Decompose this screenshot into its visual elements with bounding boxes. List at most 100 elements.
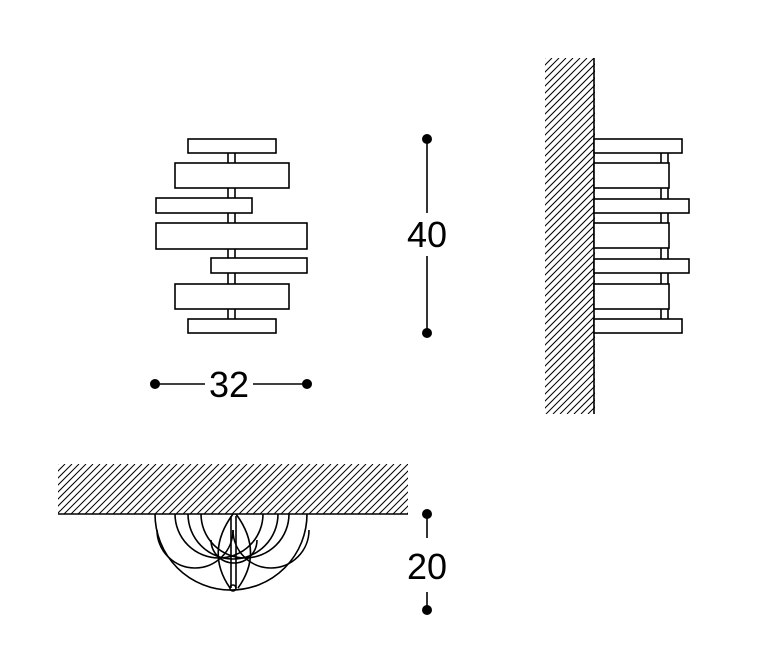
hatch-line: [545, 224, 595, 276]
side-panel-2: [593, 162, 670, 189]
hatch-line: [252, 464, 304, 514]
hatch-line: [161, 464, 213, 514]
hatch-line: [70, 464, 122, 514]
hatch-line: [154, 464, 206, 514]
hatch-line: [280, 464, 332, 514]
hatch-line: [378, 484, 408, 514]
width-dimension: 32: [150, 364, 312, 405]
hatch-line: [329, 464, 381, 514]
hatch-line: [392, 498, 408, 514]
hatch-line: [231, 464, 283, 514]
width-value: 32: [209, 364, 249, 405]
depth-value: 20: [407, 546, 447, 587]
hatch-line: [119, 464, 171, 514]
hatch-line: [749, 58, 759, 414]
hatch-line: [456, 464, 506, 514]
hatch-line: [545, 77, 595, 129]
hatch-line: [245, 464, 297, 514]
hatch-line: [182, 464, 234, 514]
side-panel-7: [593, 318, 683, 334]
hatch-line: [449, 464, 499, 514]
hatch-line: [189, 464, 241, 514]
hatch-line: [545, 189, 595, 241]
hatch-line: [735, 58, 759, 414]
hatch-line: [545, 315, 595, 367]
hatch-line: [58, 464, 59, 465]
height-value: 40: [407, 214, 447, 255]
hatch-line: [545, 329, 595, 381]
side-view: [545, 58, 759, 414]
hatch-line: [315, 464, 367, 514]
hatch-line: [545, 84, 595, 136]
hatch-line: [140, 464, 192, 514]
hatch-line: [58, 464, 80, 486]
hatch-line: [545, 196, 595, 248]
dimension-dot: [302, 379, 312, 389]
hatch-line: [364, 470, 408, 514]
hatch-line: [665, 58, 759, 414]
hatch-line: [58, 464, 87, 493]
wall-hatch-horizontal: [58, 464, 506, 514]
hatch-line: [77, 464, 129, 514]
dimension-dot: [150, 379, 160, 389]
hatch-line: [308, 464, 360, 514]
front-panel-5: [210, 257, 308, 274]
hatch-line: [238, 464, 290, 514]
hatch-line: [350, 464, 402, 514]
hatch-line: [545, 231, 595, 283]
hatch-line: [84, 464, 136, 514]
hatch-line: [721, 58, 759, 414]
hatch-line: [357, 464, 408, 514]
hatch-line: [545, 112, 595, 164]
hatch-line: [175, 464, 227, 514]
hatch-line: [203, 464, 255, 514]
hatch-line: [133, 464, 185, 514]
hatch-line: [210, 464, 262, 514]
hatch-line: [428, 464, 478, 514]
hatch-line: [273, 464, 325, 514]
wall-hatch-vertical: [545, 58, 759, 414]
hatch-line: [435, 464, 485, 514]
hatch-line: [545, 98, 595, 150]
hatch-line: [336, 464, 388, 514]
side-panel-6: [593, 283, 670, 310]
hatch-line: [545, 91, 595, 143]
front-panel-4: [155, 222, 308, 250]
hatch-line: [742, 58, 759, 414]
hatch-line: [545, 105, 595, 157]
hatch-line: [545, 217, 595, 269]
hatch-line: [58, 464, 94, 500]
hatch-line: [385, 491, 408, 514]
side-panel-5: [593, 258, 690, 274]
side-panel-1: [593, 138, 683, 154]
front-panel-3: [155, 197, 253, 214]
hatch-line: [168, 464, 220, 514]
hatch-line: [442, 464, 492, 514]
hatch-line: [91, 464, 143, 514]
hatch-line: [266, 464, 318, 514]
top-circles: [154, 513, 310, 592]
front-panel-7: [187, 318, 277, 334]
hatch-line: [545, 336, 595, 388]
hatch-line: [545, 322, 595, 374]
hatch-line: [371, 477, 408, 514]
hatch-line: [294, 464, 346, 514]
hatch-line: [58, 464, 66, 472]
hatch-line: [196, 464, 248, 514]
hatch-line: [224, 464, 276, 514]
hatch-line: [259, 464, 311, 514]
hatch-line: [63, 464, 115, 514]
hatch-line: [414, 464, 464, 514]
front-view: [155, 138, 308, 334]
hatch-line: [126, 464, 178, 514]
hatch-line: [672, 58, 759, 414]
hatch-line: [700, 58, 759, 414]
hatch-line: [693, 58, 759, 414]
side-panel-3: [593, 198, 690, 214]
hatch-line: [545, 210, 595, 262]
hatch-line: [287, 464, 339, 514]
hatch-line: [545, 203, 595, 255]
hatch-line: [406, 512, 408, 514]
hatch-line: [322, 464, 374, 514]
